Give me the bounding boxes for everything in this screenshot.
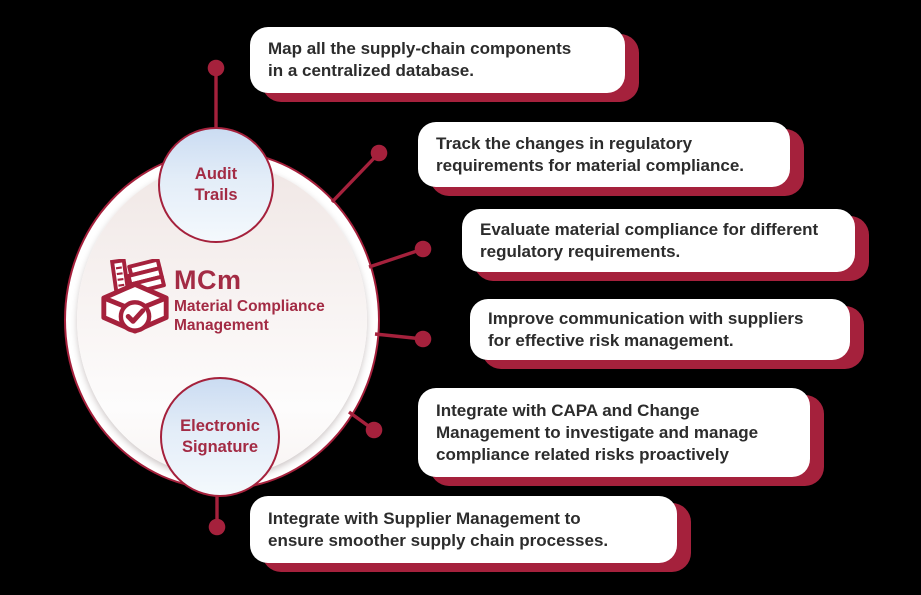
satellite-electronic-signature-label: Electronic Signature bbox=[180, 417, 260, 456]
callout-centralized-database: Map all the supply-chain components in a… bbox=[250, 27, 625, 93]
connector-5 bbox=[348, 410, 383, 439]
callout-text: Improve communication with suppliers for… bbox=[488, 308, 804, 350]
connector-4 bbox=[374, 330, 432, 348]
center-acronym: MCm bbox=[174, 265, 242, 295]
connector-dot bbox=[365, 421, 383, 439]
callout-text: Integrate with Supplier Management to en… bbox=[268, 508, 609, 550]
satellite-audit-trails-label: Audit Trails bbox=[194, 165, 238, 204]
satellite-electronic-signature: Electronic Signature bbox=[160, 377, 280, 497]
callout-supplier-management: Integrate with Supplier Management to en… bbox=[250, 496, 677, 563]
connector-dot bbox=[207, 59, 225, 77]
callout-capa-change-management: Integrate with CAPA and Change Managemen… bbox=[418, 388, 810, 477]
callout-text: Integrate with CAPA and Change Managemen… bbox=[436, 400, 759, 464]
connector-3 bbox=[368, 240, 432, 269]
connector-2 bbox=[330, 144, 388, 204]
callout-text: Track the changes in regulatory requirem… bbox=[436, 133, 744, 175]
connector-1 bbox=[207, 59, 225, 128]
center-name: Material Compliance Management bbox=[174, 298, 325, 334]
connector-dot bbox=[370, 144, 388, 162]
connector-dot bbox=[414, 330, 432, 348]
callout-evaluate-compliance: Evaluate material compliance for differe… bbox=[462, 209, 855, 272]
callout-improve-communication: Improve communication with suppliers for… bbox=[470, 299, 850, 360]
satellite-audit-trails: Audit Trails bbox=[158, 127, 274, 243]
callout-track-regulatory-changes: Track the changes in regulatory requirem… bbox=[418, 122, 790, 187]
connector-6 bbox=[208, 492, 226, 536]
compliance-box-icon bbox=[101, 259, 169, 334]
callout-text: Map all the supply-chain components in a… bbox=[268, 39, 572, 80]
callout-text: Evaluate material compliance for differe… bbox=[480, 219, 819, 261]
connector-dot bbox=[208, 518, 226, 536]
connector-dot bbox=[414, 240, 432, 258]
center-text-block: MCm Material Compliance Management bbox=[174, 265, 325, 335]
